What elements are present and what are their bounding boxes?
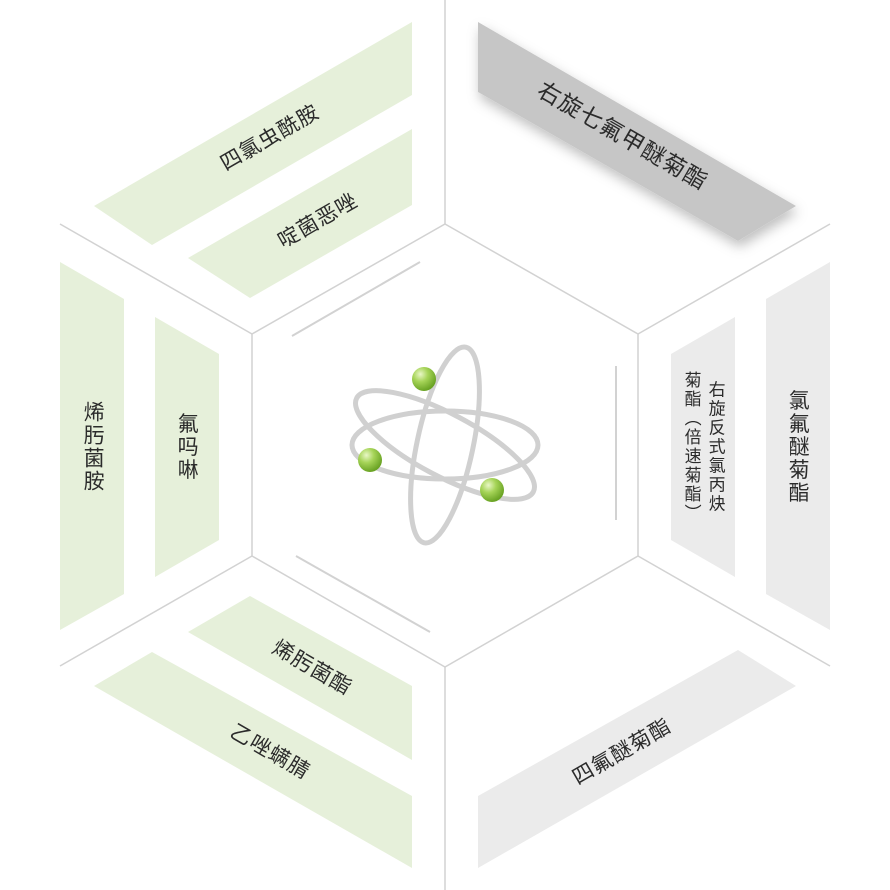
panel-right-outer — [766, 262, 830, 630]
label-right-inner-line1: 右旋反式氯丙炔 — [704, 380, 725, 514]
divider-bottom-right — [637, 555, 831, 667]
panel-left-inner — [155, 317, 219, 577]
divider-bottom-left — [59, 555, 253, 667]
center-hexagon — [251, 223, 639, 668]
panel-bottom-right — [478, 650, 796, 868]
panel-left-outer — [60, 262, 124, 630]
divider-lines — [59, 0, 831, 890]
panel-top-left-outer — [94, 22, 412, 245]
inner-accent-lines — [291, 261, 617, 633]
panel-top-right — [478, 22, 796, 241]
label-right-inner-line2: 菊酯（倍速菊酯） — [680, 371, 701, 523]
panel-top-left-inner — [188, 129, 412, 298]
divider-top-right — [637, 223, 831, 335]
panel-bottom-left-inner — [188, 596, 412, 760]
panel-right-inner — [671, 317, 735, 577]
electron-2 — [358, 448, 382, 472]
label-left-outer: 烯肟菌胺 — [81, 401, 106, 493]
electron-1 — [412, 367, 436, 391]
divider-top-left — [59, 223, 253, 335]
atom-icon — [349, 344, 541, 546]
label-right-outer: 氯氟醚菊酯 — [786, 389, 811, 505]
label-left-inner: 氟吗啉 — [175, 412, 200, 482]
electron-3 — [480, 478, 504, 502]
panel-bottom-left-outer — [94, 652, 412, 868]
